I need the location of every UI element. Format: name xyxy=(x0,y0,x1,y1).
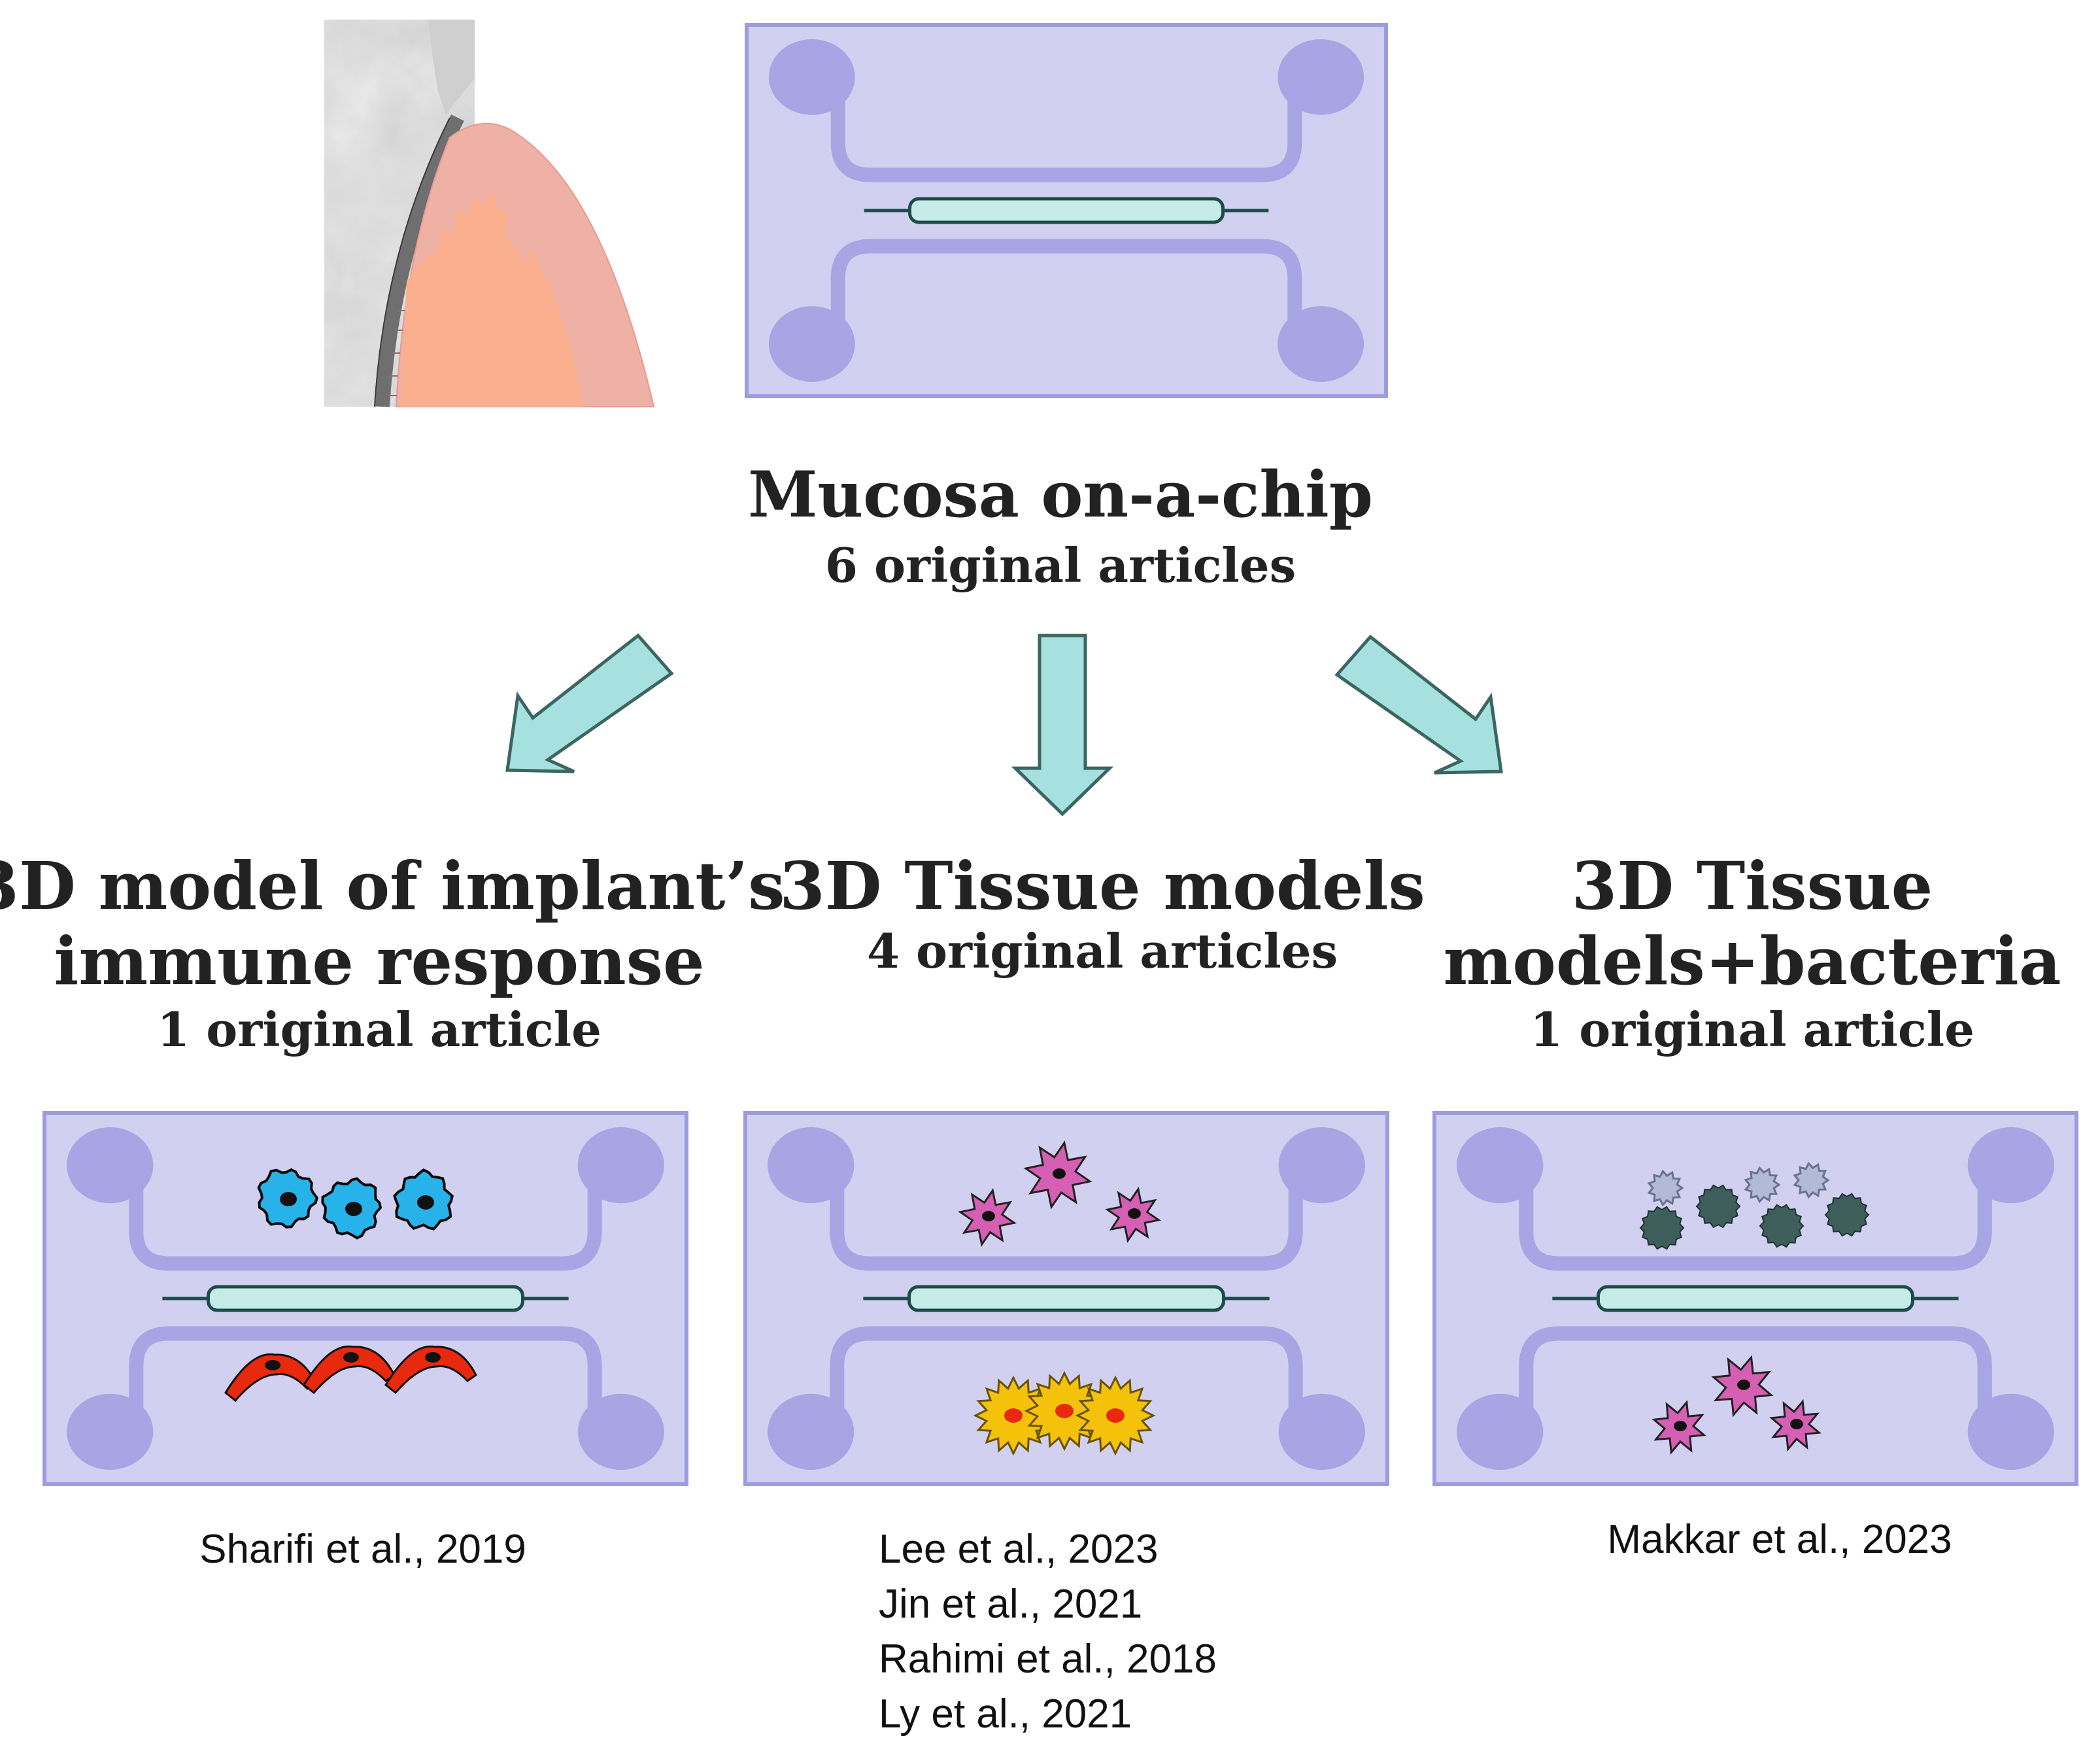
main-title: Mucosa on-a-chip xyxy=(748,458,1373,532)
yellow-cell-nucleus xyxy=(1055,1404,1074,1418)
arrows xyxy=(505,633,1503,817)
lower-channel xyxy=(830,1326,1303,1426)
upper-channel xyxy=(830,82,1302,182)
bacteria-dark xyxy=(1824,1193,1870,1237)
epithelial-nucleus xyxy=(1053,1168,1066,1179)
column-3-title-line-1: 3D Tissue xyxy=(1572,847,1933,925)
port-bottom-right xyxy=(577,1393,664,1470)
arrow-center xyxy=(1011,634,1114,817)
port-top-left xyxy=(768,1127,855,1204)
bacteria-light xyxy=(1744,1166,1781,1204)
reference-lee: Lee et al., 2023 xyxy=(879,1527,1158,1572)
epithelial-nucleus xyxy=(1737,1380,1750,1390)
column-1-title-line-1: 3D model of implant’s xyxy=(0,847,785,925)
reference-jin: Jin et al., 2021 xyxy=(879,1582,1142,1627)
bacteria-dark xyxy=(1639,1206,1685,1250)
chip-tissue-models xyxy=(743,1111,1389,1486)
gingiva-connective-tissue xyxy=(400,190,583,407)
implant-surface xyxy=(375,114,464,407)
fibroblast-nucleus xyxy=(343,1352,359,1363)
bacteria-dark xyxy=(1695,1184,1741,1229)
bacteria-light xyxy=(1793,1161,1830,1199)
column-3-heading: 3D Tissue models+bacteria 1 original art… xyxy=(1443,847,2061,1057)
arrow-left xyxy=(505,633,674,773)
column-2-subtitle: 4 original articles xyxy=(867,923,1338,979)
chip-implant-immune xyxy=(42,1111,688,1486)
fibroblast-cell xyxy=(384,1345,477,1395)
port-bottom-right xyxy=(1967,1393,2054,1470)
gray-upper-region xyxy=(428,20,475,114)
epithelial-nucleus xyxy=(982,1211,995,1221)
upper-channel xyxy=(830,1171,1303,1271)
port-top-right xyxy=(1967,1127,2054,1204)
reference-rahimi: Rahimi et al., 2018 xyxy=(879,1637,1217,1682)
port-top-right xyxy=(577,1127,664,1204)
porous-membrane xyxy=(907,197,1225,224)
port-top-left xyxy=(67,1127,154,1204)
epithelial-nucleus xyxy=(1128,1208,1141,1219)
column-1-title-line-2: immune response xyxy=(54,923,704,1000)
lower-channel xyxy=(830,239,1302,339)
port-top-right xyxy=(1278,1127,1365,1204)
column-2-heading: 3D Tissue models 4 original articles xyxy=(779,847,1425,979)
implant-edge xyxy=(374,117,450,407)
epithelial-nucleus xyxy=(1790,1419,1803,1429)
lower-channel xyxy=(129,1326,602,1426)
yellow-cell-nucleus xyxy=(1004,1408,1023,1423)
immune-cell-nucleus xyxy=(417,1195,434,1210)
upper-channel xyxy=(1519,1171,1992,1271)
lower-channel xyxy=(1519,1326,1992,1426)
column-1-heading: 3D model of implant’s immune response 1 … xyxy=(0,847,785,1057)
reference-makkar: Makkar et al., 2023 xyxy=(1607,1517,1952,1562)
upper-channel xyxy=(129,1171,602,1271)
reference-ly: Ly et al., 2021 xyxy=(879,1691,1132,1737)
chip-tissue-bacteria xyxy=(1432,1111,2078,1486)
fibroblast-nucleus xyxy=(265,1360,280,1370)
port-bottom-left xyxy=(1457,1393,1544,1470)
yellow-cell-nucleus xyxy=(1106,1408,1125,1423)
porous-membrane xyxy=(907,1285,1225,1312)
chip-top xyxy=(745,23,1388,398)
column-3-title-line-2: models+bacteria xyxy=(1443,923,2061,1000)
epithelial-nucleus xyxy=(1674,1421,1687,1431)
port-bottom-right xyxy=(1278,1393,1365,1470)
column-3-subtitle: 1 original article xyxy=(1530,1002,1974,1057)
fiber-marks xyxy=(389,310,405,396)
microfluidic-channels xyxy=(129,1171,602,1426)
column-2-title-line-1: 3D Tissue models xyxy=(779,847,1425,925)
arrow-right xyxy=(1334,634,1503,775)
column-1-subtitle: 1 original article xyxy=(157,1002,601,1057)
reference-sharifi: Sharifi et al., 2019 xyxy=(199,1527,526,1572)
port-bottom-left xyxy=(67,1393,154,1470)
immune-cell-nucleus xyxy=(345,1202,362,1216)
port-top-left xyxy=(768,39,855,115)
port-bottom-left xyxy=(768,1393,855,1470)
port-top-left xyxy=(1457,1127,1544,1204)
port-bottom-left xyxy=(768,306,855,382)
bacteria-light xyxy=(1647,1169,1684,1207)
bacteria-dark xyxy=(1759,1204,1804,1248)
port-top-right xyxy=(1278,39,1364,115)
main-subtitle: 6 original articles xyxy=(825,537,1296,593)
microfluidic-channels xyxy=(830,1171,1303,1426)
port-bottom-right xyxy=(1278,306,1364,382)
gingiva-implant-illustration xyxy=(324,20,655,407)
porous-membrane xyxy=(1597,1285,1914,1312)
immune-cell-nucleus xyxy=(280,1192,297,1206)
porous-membrane xyxy=(207,1285,524,1312)
microfluidic-channels xyxy=(1519,1171,1992,1426)
fibroblast-nucleus xyxy=(425,1352,441,1363)
microfluidic-channels xyxy=(830,82,1302,339)
